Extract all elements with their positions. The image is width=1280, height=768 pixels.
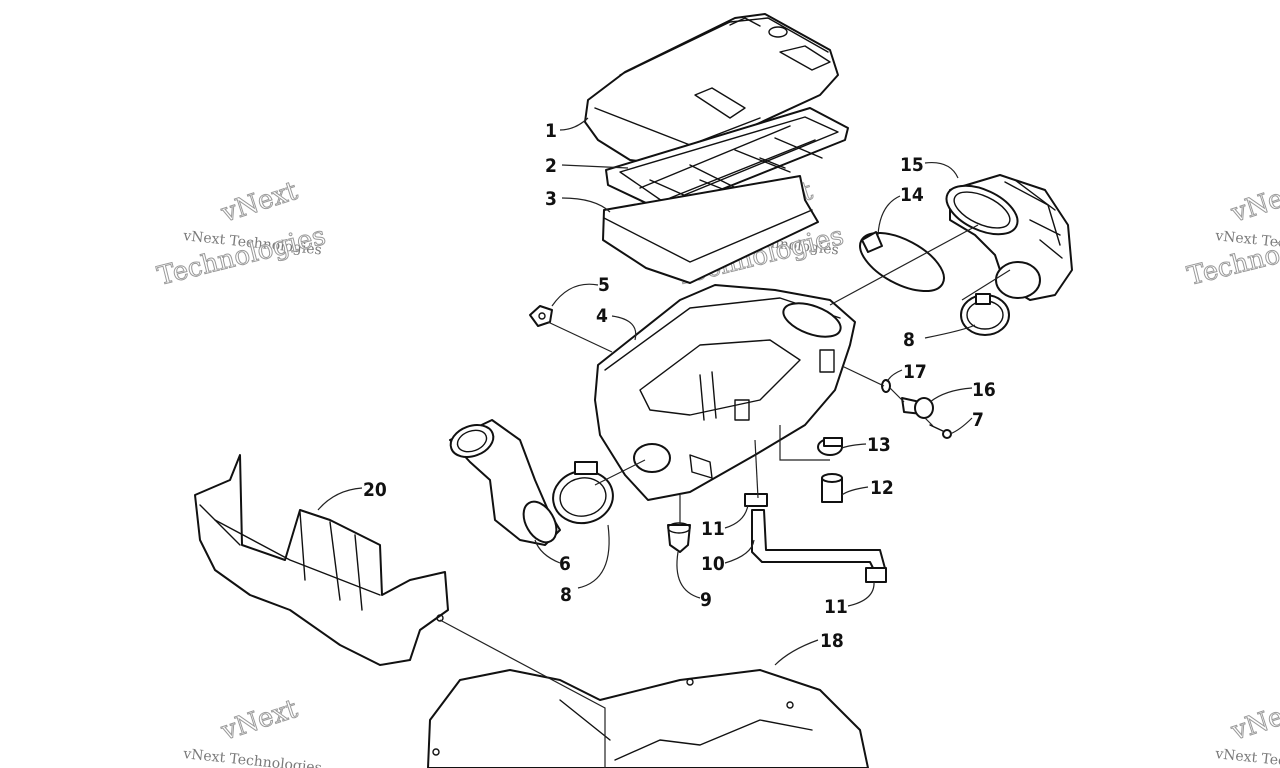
part-9-drain-valve — [667, 522, 691, 553]
svg-text:Technologies: Technologies — [154, 221, 328, 292]
part-20-shroud — [194, 454, 449, 666]
callout-10: 10 — [701, 553, 725, 575]
callout-2: 2 — [545, 155, 557, 177]
assembly-lines — [439, 224, 1011, 768]
svg-text:vNext Technologies: vNext Technologies — [1214, 746, 1280, 768]
part-17-washer — [881, 379, 891, 393]
callout-12: 12 — [870, 477, 894, 499]
part-5-clip — [529, 305, 553, 327]
svg-text:vNext: vNext — [1227, 694, 1280, 747]
callout-8-left: 8 — [560, 584, 572, 606]
callout-7: 7 — [972, 409, 984, 431]
callout-17: 17 — [903, 361, 927, 383]
watermark-left-bottom: vNext vNext Technologies — [182, 693, 323, 768]
part-12-sleeve — [821, 473, 843, 503]
svg-text:vNext: vNext — [217, 176, 302, 229]
callout-1: 1 — [545, 120, 557, 142]
svg-text:vNext: vNext — [217, 694, 302, 747]
callout-11-lower: 11 — [824, 596, 848, 618]
watermark-right-top: vNext vNext Technologies Technologies — [1184, 175, 1280, 292]
callout-9: 9 — [700, 589, 712, 611]
part-10-drain-hose — [751, 509, 887, 575]
callout-15: 15 — [900, 154, 924, 176]
part-15-intake-boot — [945, 174, 1073, 301]
watermark-left-top: vNext vNext Technologies Technologies — [154, 175, 329, 292]
callout-20: 20 — [363, 479, 387, 501]
callout-3: 3 — [545, 188, 557, 210]
svg-text:vNext Technologies: vNext Technologies — [182, 746, 323, 768]
callout-6: 6 — [559, 553, 571, 575]
part-8-clamp-left — [552, 461, 614, 525]
callout-8-right: 8 — [903, 329, 915, 351]
callouts: 1 2 3 4 5 6 7 8 8 9 10 11 11 12 13 14 15 — [317, 117, 996, 666]
part-13-clamp — [817, 437, 843, 456]
part-3-filter-element — [602, 175, 819, 284]
callout-13: 13 — [867, 434, 891, 456]
callout-4: 4 — [596, 305, 608, 327]
watermark-right-bottom: vNext vNext Technologies — [1214, 693, 1280, 768]
part-16-valve — [901, 397, 934, 419]
part-11-clamp-upper — [744, 493, 768, 507]
part-11-clamp-lower — [865, 567, 887, 583]
callout-16: 16 — [972, 379, 996, 401]
part-18-base-plate — [427, 669, 869, 768]
part-14-clamp — [859, 231, 945, 293]
callout-14: 14 — [900, 184, 924, 206]
part-8-clamp-right — [960, 293, 1010, 336]
callout-18: 18 — [820, 630, 844, 652]
callout-5: 5 — [598, 274, 610, 296]
callout-11-upper: 11 — [701, 518, 725, 540]
part-4-airbox-body — [594, 284, 856, 501]
part-1-airbox-cover — [584, 13, 839, 166]
part-7-screw — [929, 424, 952, 439]
part-6-duct-elbow — [449, 419, 561, 546]
svg-text:vNext: vNext — [1227, 176, 1280, 229]
